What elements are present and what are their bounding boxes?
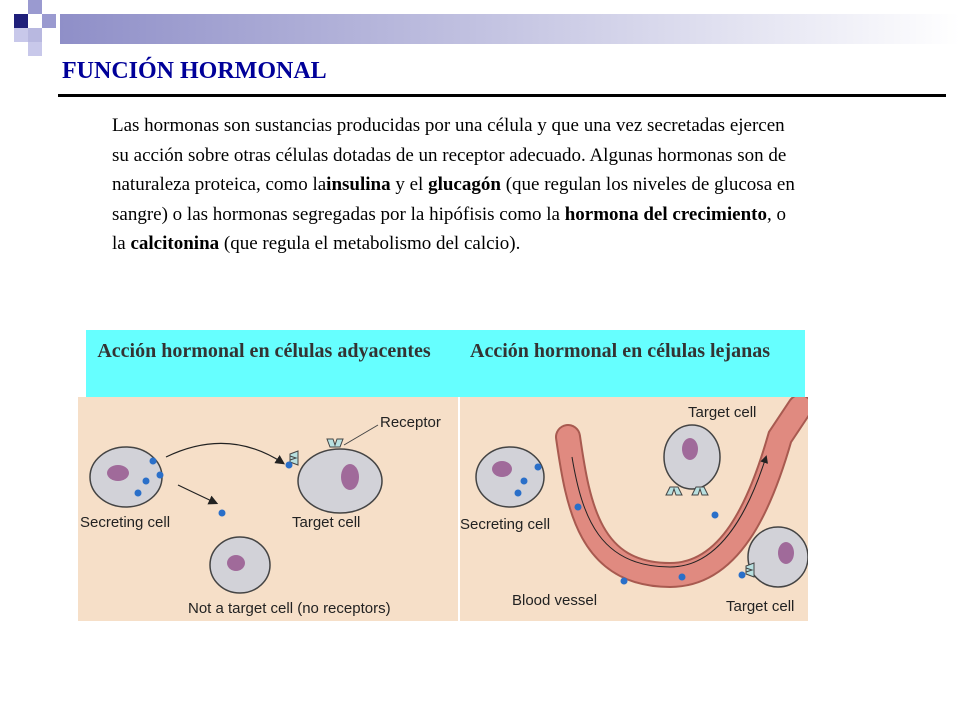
body-paragraph: Las hormonas son sustancias producidas p… <box>112 111 802 259</box>
label-target-cell: Target cell <box>292 514 360 531</box>
header-distant-cells: Acción hormonal en células lejanas <box>470 340 770 362</box>
term-calcitonina: calcitonina <box>130 233 220 254</box>
paragraph-text: y el <box>390 174 429 195</box>
hormone-molecule <box>620 577 628 585</box>
label-blood-vessel: Blood vessel <box>512 592 597 609</box>
label-target-cell-bottom: Target cell <box>726 598 794 615</box>
paragraph-text: Las hormonas son sustancias producidas p… <box>112 115 787 195</box>
label-target-cell-top: Target cell <box>688 404 756 421</box>
target-cell-bottom <box>738 526 808 588</box>
receptor-pointer <box>343 424 379 446</box>
target-cell <box>285 438 383 514</box>
title-divider <box>58 94 946 97</box>
secreting-cell <box>89 446 164 508</box>
label-receptor: Receptor <box>380 414 441 431</box>
figure-adjacent-action: Receptor Secreting cell Target cell Not … <box>78 397 458 621</box>
section-header-band <box>86 330 805 397</box>
decor-square <box>14 14 28 28</box>
paragraph-text: (que regula el metabolismo del calcio). <box>219 233 521 254</box>
label-secreting-cell: Secreting cell <box>80 514 170 531</box>
label-secreting-cell: Secreting cell <box>460 516 550 533</box>
secreting-cell <box>475 446 545 508</box>
non-target-cell <box>209 536 271 594</box>
hormone-molecule <box>678 573 686 581</box>
label-not-target-cell: Not a target cell (no receptors) <box>188 600 391 617</box>
decor-square <box>28 0 42 14</box>
figure-distant-action: Secreting cell Target cell Blood vessel … <box>460 397 808 621</box>
paragraph-text: , o la <box>112 203 786 255</box>
decor-square <box>28 42 42 56</box>
decor-square <box>42 14 56 28</box>
term-insulina: insulina <box>326 174 391 195</box>
decor-square <box>14 28 28 42</box>
term-hormona-crecimiento: hormona del crecimiento <box>564 203 767 225</box>
hormone-molecule <box>574 503 582 511</box>
diffusion-arrow <box>177 484 219 505</box>
hormone-molecule <box>711 511 719 519</box>
term-glucagon: glucagón <box>428 174 501 195</box>
target-cell-top <box>663 424 721 496</box>
diffusion-arrow <box>165 442 286 465</box>
hormone-molecule <box>218 509 226 517</box>
paragraph-text: (que regulan los niveles de glucosa en s… <box>112 174 795 225</box>
slide-title: FUNCIÓN HORMONAL <box>62 58 327 84</box>
header-gradient-bar <box>60 14 960 44</box>
header-adjacent-cells: Acción hormonal en células adyacentes <box>97 340 431 362</box>
decor-square <box>28 28 42 42</box>
